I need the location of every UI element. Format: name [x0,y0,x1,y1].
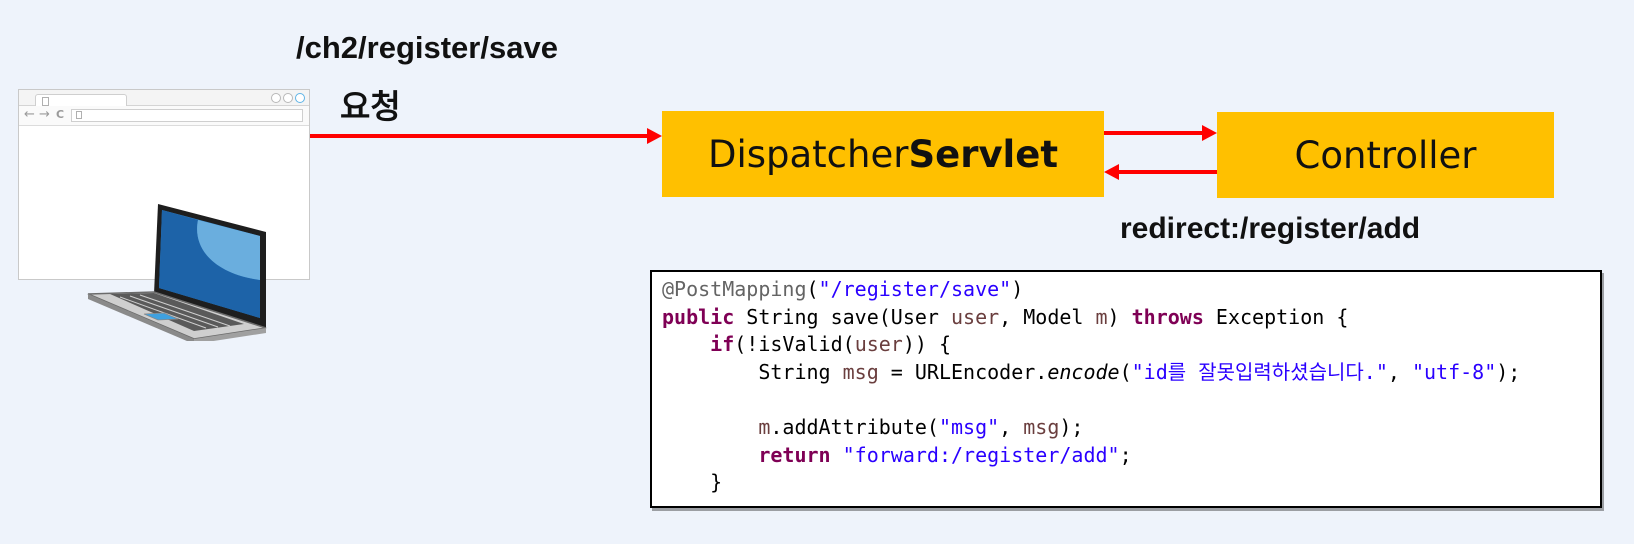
request-arrowhead [647,128,662,144]
code-line-8: } [710,470,723,495]
code-line-3: if(!isValid(user)) { [710,332,952,357]
code-line-6: m.addAttribute("msg", msg); [758,414,1084,439]
dispatcher-label-bold: Servlet [908,132,1059,176]
request-label: 요청 [340,87,401,126]
code-line-2: public String save(User user, Model m) t… [662,304,1349,329]
laptop-icon [87,204,267,341]
controller-label: Controller [1294,133,1477,177]
minimize-icon [271,93,281,103]
controller-box: Controller [1217,112,1554,198]
address-bar [71,109,303,122]
back-arrow-icon: ← [24,107,35,122]
controller-to-dispatch-arrowhead [1104,164,1119,180]
code-line-5-blank [662,386,1600,414]
redirect-label: redirect:/register/add [1120,212,1421,245]
close-icon [295,93,305,103]
maximize-icon [283,93,293,103]
dispatch-to-controller-arrowhead [1202,125,1217,141]
code-line-1: @PostMapping("/register/save") [662,277,1024,301]
browser-toolbar: ← → C [19,106,309,126]
code-line-7: return "forward:/register/add"; [758,442,1132,467]
request-path-label: /ch2/register/save [296,30,558,65]
dispatcher-label-normal: Dispatcher [707,132,909,176]
address-page-icon [76,111,82,119]
forward-arrow-icon: → [39,107,50,122]
code-snippet: @PostMapping("/register/save") public St… [650,270,1602,508]
reload-icon: C [56,108,65,121]
code-line-4: String msg = URLEncoder.encode("id를 잘못입력… [758,359,1521,384]
browser-tab [35,94,127,108]
browser-tab-bar [19,90,309,108]
page-icon [42,97,49,106]
